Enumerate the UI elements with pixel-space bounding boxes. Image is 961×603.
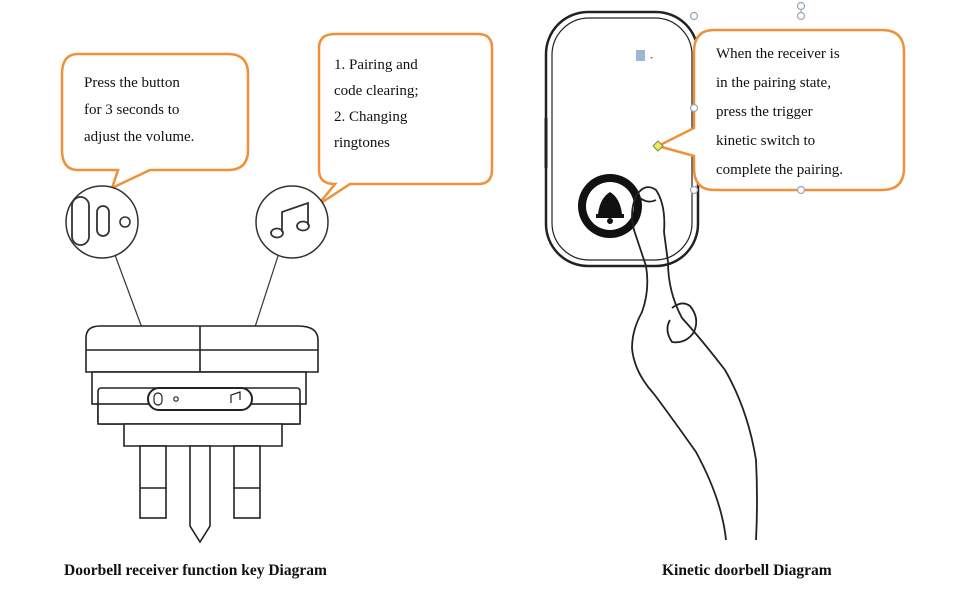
selection-handles — [689, 1, 806, 195]
pairing-callout-text: When the receiver is in the pairing stat… — [716, 40, 843, 185]
pairing-callout-line: press the trigger — [716, 104, 813, 120]
ringtone-callout-line: 1. Pairing and — [334, 57, 418, 73]
pairing-callout-line: When the receiver is — [716, 46, 840, 62]
volume-callout-bubble — [60, 52, 250, 191]
volume-callout-line: Press the button — [84, 75, 180, 91]
ringtone-callout-bubble — [317, 32, 494, 207]
receiver-body — [85, 325, 319, 447]
ringtone-callout-line: code clearing; — [334, 83, 419, 99]
hand-outline — [631, 186, 758, 541]
pairing-callout-bubble — [654, 28, 906, 192]
receiver-caption: Doorbell receiver function key Diagram — [64, 562, 327, 579]
ringtone-callout-line: ringtones — [334, 135, 390, 151]
ringtone-callout-line: 2. Changing — [334, 109, 408, 125]
volume-callout-line: for 3 seconds to — [84, 102, 180, 118]
volume-dots-icon — [65, 185, 139, 259]
anchor-handle — [652, 140, 664, 152]
music-note-icon — [255, 185, 329, 259]
kinetic-caption: Kinetic doorbell Diagram — [662, 562, 832, 579]
plug-pins — [139, 445, 261, 544]
pairing-callout-line: complete the pairing. — [716, 162, 844, 178]
pairing-callout-line: kinetic switch to — [716, 133, 816, 149]
volume-callout-line: adjust the volume. — [84, 129, 195, 145]
volume-callout-text: Press the button for 3 seconds to adjust… — [84, 70, 194, 151]
document-icon — [636, 50, 653, 61]
ringtone-callout-text: 1. Pairing and code clearing; 2. Changin… — [334, 52, 419, 156]
pairing-callout-line: in the pairing state, — [716, 75, 831, 91]
bell-icon — [578, 174, 642, 238]
